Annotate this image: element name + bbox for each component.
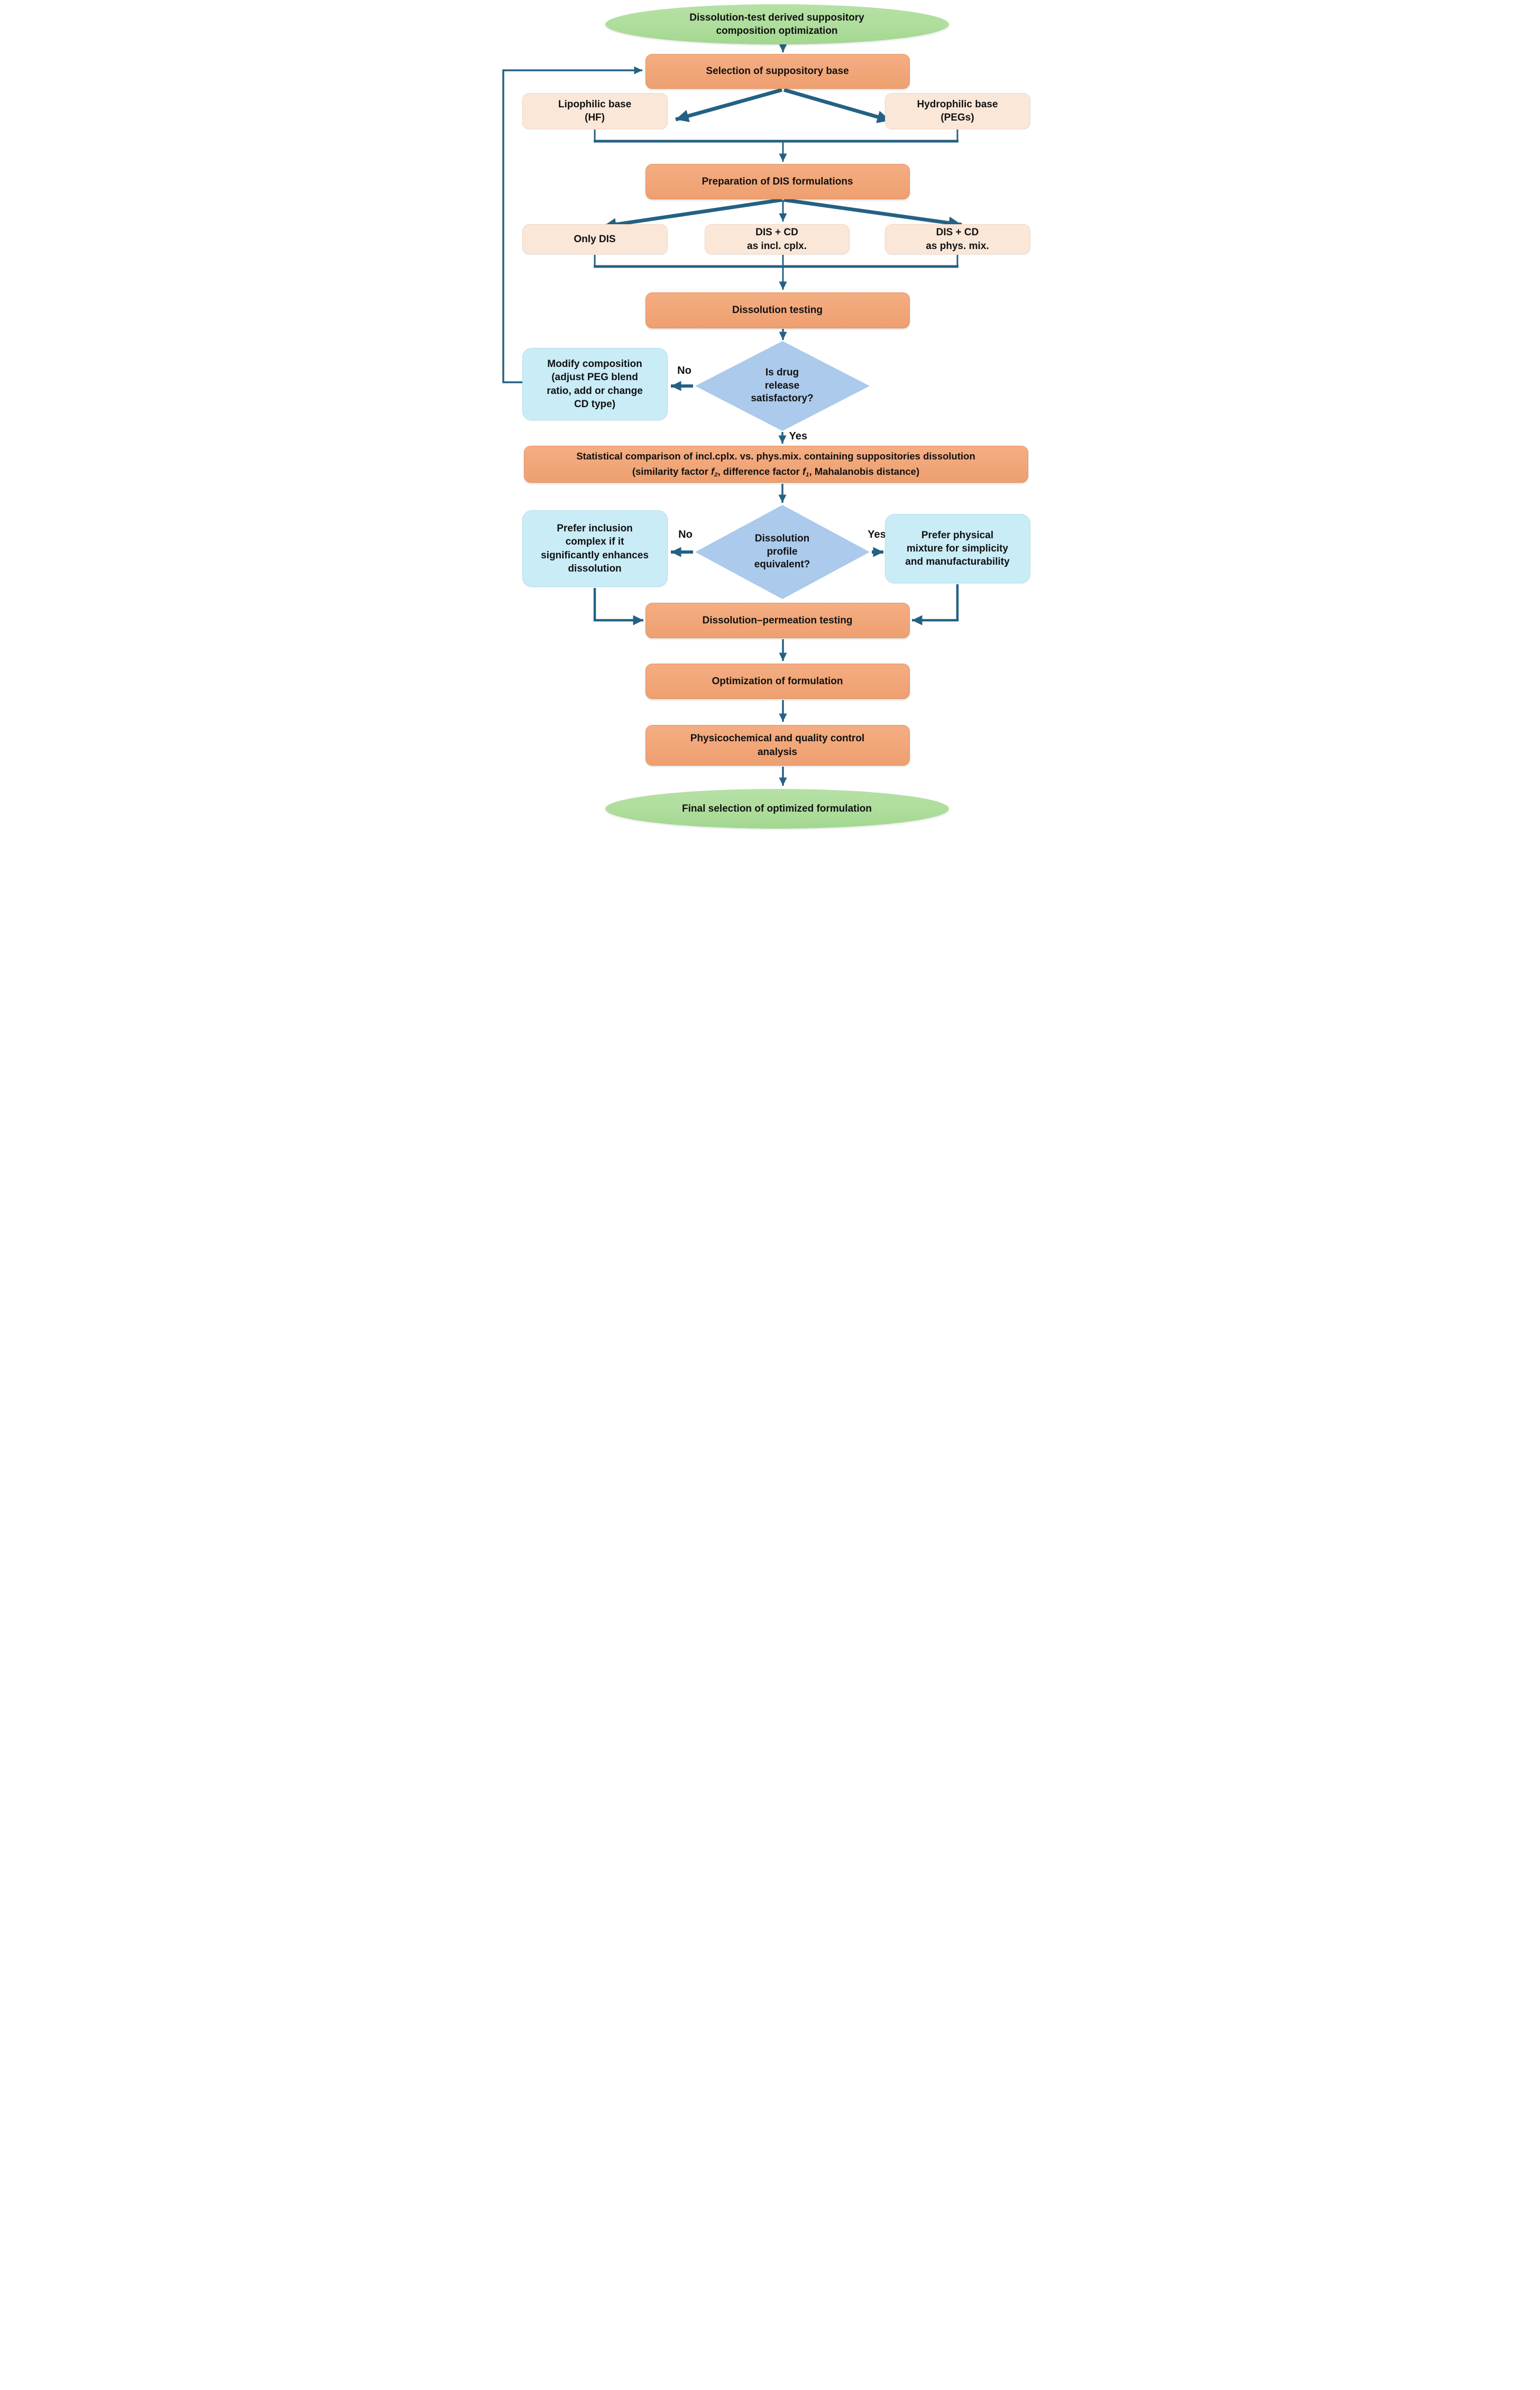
modify-composition-box: Modify composition (adjust PEG blend rat… [522,348,668,420]
feedback-arrow-modify-to-selection [502,66,642,383]
profile-yes-label: Yes [868,529,886,540]
arrow-selection-to-hydrophilic [783,88,891,123]
dis-cd-incl-cplx-box: DIS + CD as incl. cplx. [704,224,850,254]
statistical-comparison-box: Statistical comparison of incl.cplx. vs.… [523,446,1028,483]
start-terminator: Dissolution-test derived suppository com… [605,4,949,44]
arrow-physical-to-permeation [911,584,958,626]
prefer-physical-box: Prefer physical mixture for simplicity a… [884,514,1030,583]
merge-bases-connector [593,130,958,162]
prefer-inclusion-box: Prefer inclusion complex if it significa… [522,510,668,587]
dis-cd-phys-mix-box: DIS + CD as phys. mix. [884,224,1030,254]
final-terminator: Final selection of optimized formulation [605,789,949,829]
release-yes-label: Yes [789,430,807,442]
release-no-label: No [677,365,691,376]
decision-diamond-release [695,341,870,431]
statistical-line2: (similarity factor f2, difference factor… [632,466,920,479]
arrow-selection-to-lipophilic [675,88,782,122]
merge-dis-connector [593,255,958,290]
optimization-box: Optimization of formulation [645,664,910,699]
profile-no-label: No [678,529,693,540]
statistical-line1: Statistical comparison of incl.cplx. vs.… [576,451,975,462]
only-dis-box: Only DIS [522,224,668,254]
arrow-preparation-to-only-dis [602,198,782,231]
arrow-preparation-to-phys-mix [783,198,962,229]
quality-control-box: Physicochemical and quality control anal… [645,725,910,766]
lipophilic-base-box: Lipophilic base (HF) [522,93,668,129]
flow-connectors [502,42,962,786]
flowchart-canvas: Dissolution-test derived suppository com… [499,0,1041,840]
hydrophilic-base-box: Hydrophilic base (PEGs) [884,93,1030,129]
selection-base-box: Selection of suppository base [645,54,910,89]
decision-diamond-profile [695,505,870,599]
arrow-inclusion-to-permeation [593,588,643,626]
preparation-box: Preparation of DIS formulations [645,164,910,199]
dissolution-testing-box: Dissolution testing [645,292,910,328]
dissolution-permeation-box: Dissolution–permeation testing [645,603,910,638]
